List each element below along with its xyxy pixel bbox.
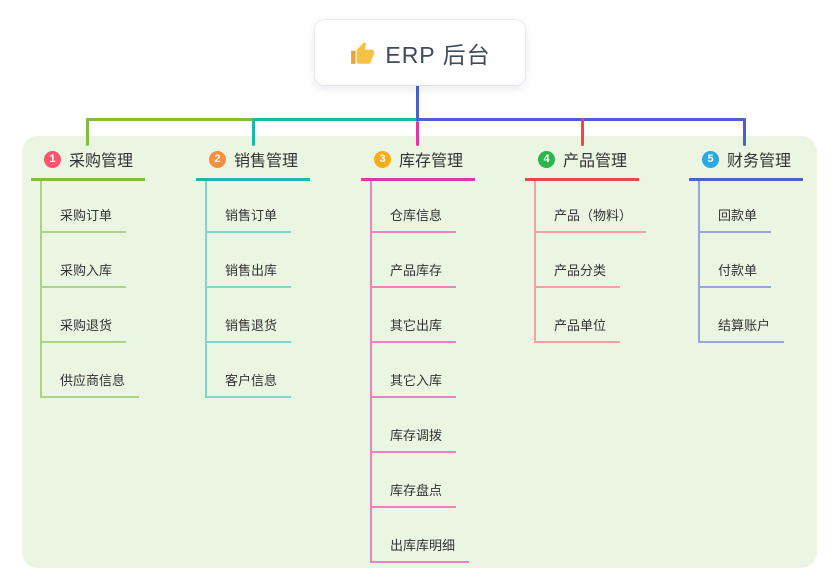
badge-number: 5	[702, 150, 719, 168]
child-node[interactable]: 销售订单	[207, 181, 292, 233]
branch-title: 采购管理	[69, 153, 134, 170]
branch-label[interactable]: 1 采购管理	[31, 147, 146, 181]
child-node[interactable]: 库存调拨	[372, 398, 457, 453]
child-node[interactable]: 其它入库	[372, 343, 457, 398]
child-node[interactable]: 库存盘点	[372, 453, 457, 508]
branch-title: 财务管理	[727, 153, 792, 170]
branch-purchase-management: 1 采购管理 采购订单 采购入库 采购退货 供应商信息	[31, 147, 146, 398]
child-node[interactable]: 产品单位	[536, 288, 621, 343]
branch-label[interactable]: 5 财务管理	[689, 147, 804, 181]
connector-branch2-drop	[252, 118, 255, 146]
child-node[interactable]: 产品（物料）	[536, 181, 647, 233]
connector-branch3-drop	[416, 121, 419, 146]
branch-inventory-management: 3 库存管理 仓库信息 产品库存 其它出库 其它入库 库存调拨 库存盘点 出库库…	[361, 147, 476, 563]
connector-root-stem	[416, 84, 419, 121]
connector-branch4-drop	[581, 118, 584, 146]
child-node[interactable]: 采购入库	[42, 233, 127, 288]
branch-finance-management: 5 财务管理 回款单 付款单 结算账户	[689, 147, 804, 343]
connector-branch1-horizontal	[86, 118, 255, 121]
child-node[interactable]: 销售出库	[207, 233, 292, 288]
branch-label[interactable]: 4 产品管理	[525, 147, 640, 181]
child-node[interactable]: 采购退货	[42, 288, 127, 343]
branch-label[interactable]: 2 销售管理	[196, 147, 311, 181]
branch-children: 回款单 付款单 结算账户	[698, 181, 803, 343]
badge-number: 1	[44, 150, 61, 168]
child-node[interactable]: 销售退货	[207, 288, 292, 343]
child-node[interactable]: 供应商信息	[42, 343, 140, 398]
root-label: ERP 后台	[385, 41, 491, 68]
child-node[interactable]: 结算账户	[700, 288, 785, 343]
branch-children: 产品（物料） 产品分类 产品单位	[534, 181, 647, 343]
child-node[interactable]: 付款单	[700, 233, 772, 288]
child-node[interactable]: 仓库信息	[372, 181, 457, 233]
branch-sales-management: 2 销售管理 销售订单 销售出库 销售退货 客户信息	[196, 147, 311, 398]
child-node[interactable]: 其它出库	[372, 288, 457, 343]
branch-product-management: 4 产品管理 产品（物料） 产品分类 产品单位	[525, 147, 647, 343]
badge-number: 2	[209, 150, 226, 168]
badge-number: 4	[538, 150, 555, 168]
thumbs-up-icon	[351, 41, 375, 64]
child-node[interactable]: 回款单	[700, 181, 772, 233]
branch-label[interactable]: 3 库存管理	[361, 147, 476, 181]
mindmap-root-node[interactable]: ERP 后台	[315, 20, 525, 85]
branch-title: 产品管理	[563, 153, 628, 170]
mindmap-background-panel	[22, 136, 817, 568]
child-node[interactable]: 客户信息	[207, 343, 292, 398]
branch-title: 销售管理	[234, 153, 299, 170]
badge-number: 3	[374, 150, 391, 168]
child-node[interactable]: 采购订单	[42, 181, 127, 233]
branch-children: 销售订单 销售出库 销售退货 客户信息	[205, 181, 310, 398]
child-node[interactable]: 产品分类	[536, 233, 621, 288]
connector-branch2-horizontal	[252, 118, 419, 121]
branch-children: 采购订单 采购入库 采购退货 供应商信息	[40, 181, 145, 398]
child-node[interactable]: 出库库明细	[372, 508, 470, 563]
branch-title: 库存管理	[399, 153, 464, 170]
child-node[interactable]: 产品库存	[372, 233, 457, 288]
branch-children: 仓库信息 产品库存 其它出库 其它入库 库存调拨 库存盘点 出库库明细	[370, 181, 475, 563]
connector-branch1-drop	[86, 118, 89, 146]
connector-branch5-drop	[743, 118, 746, 146]
